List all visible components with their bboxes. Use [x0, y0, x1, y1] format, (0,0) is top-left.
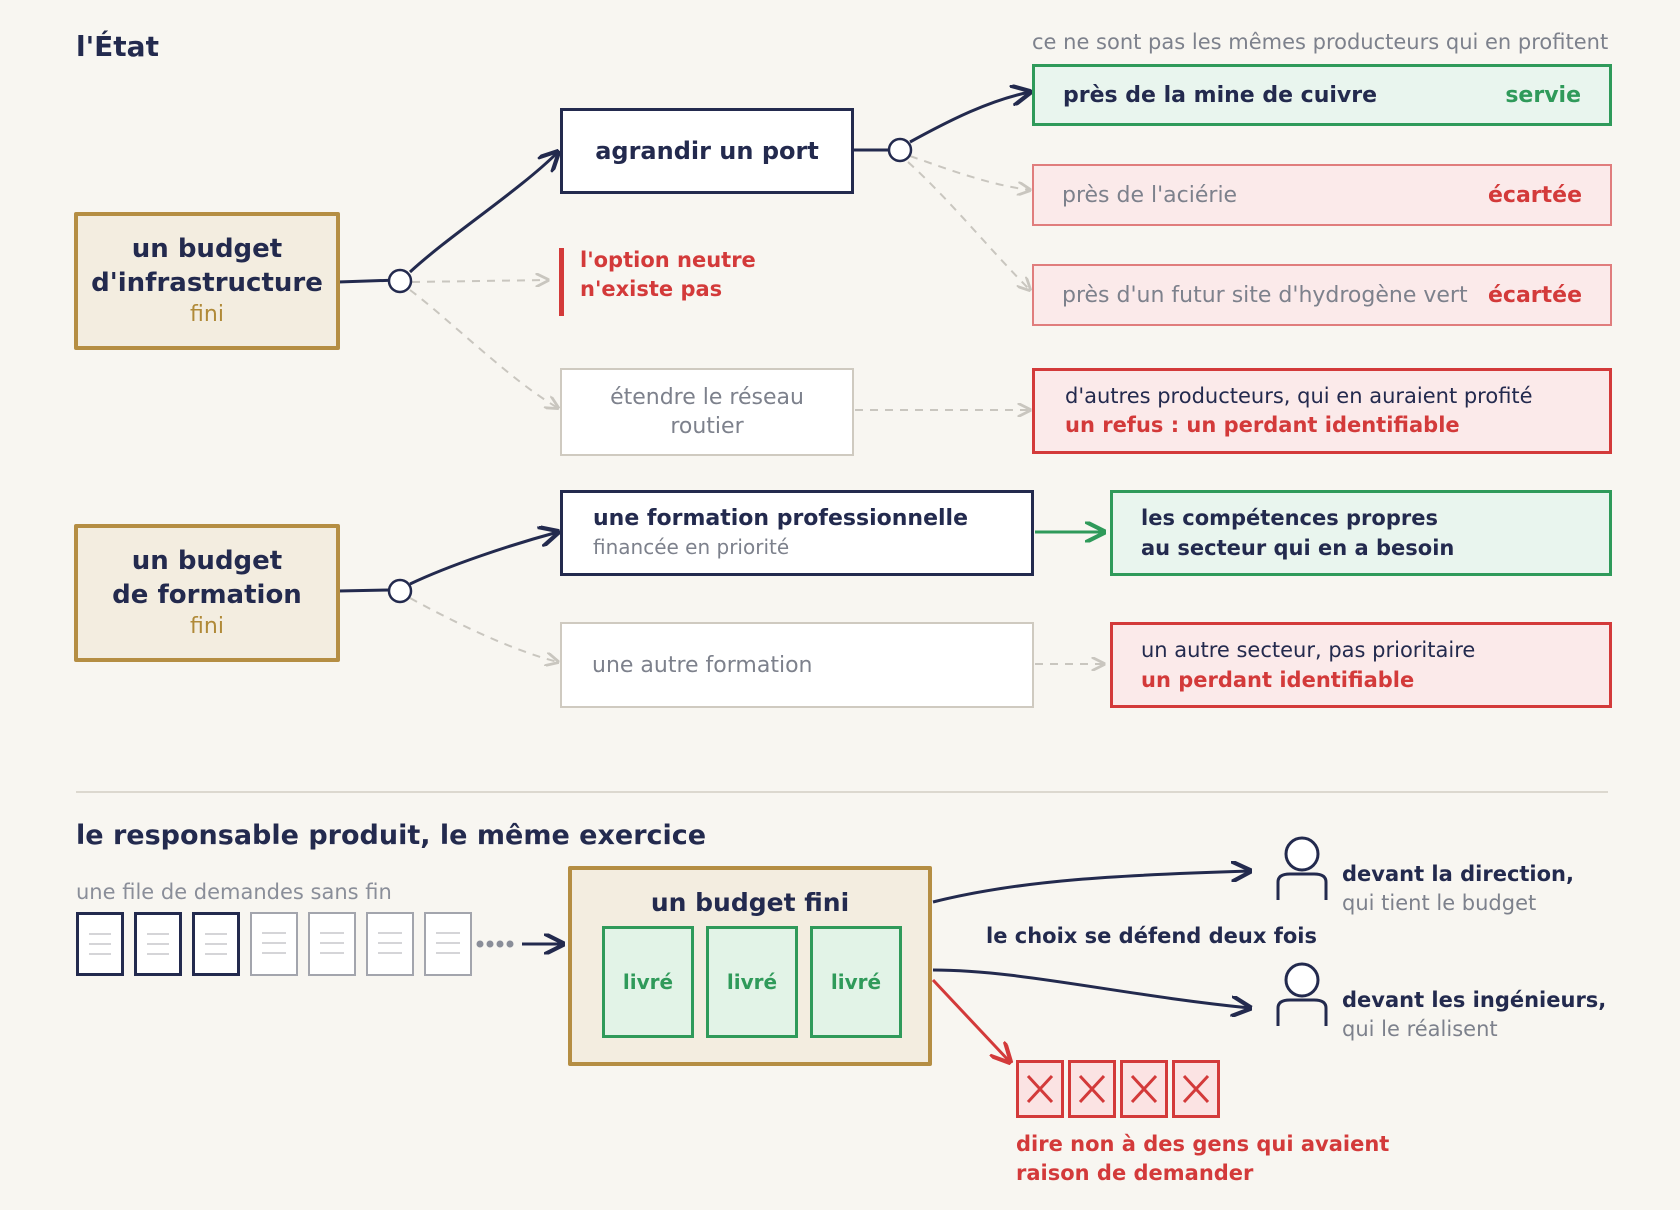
knot-icon [387, 578, 413, 604]
direction-text: devant la direction, qui tient le budget [1342, 860, 1574, 918]
formation-box: une formation professionnelle financée e… [560, 490, 1034, 576]
ellipsis-dot [476, 940, 484, 948]
connector-line [337, 588, 391, 593]
other-sector-line1: un autre secteur, pas prioritaire [1141, 638, 1476, 662]
budget-line1: un budget [131, 546, 283, 576]
road-line1: étendre le réseau [610, 385, 804, 410]
knot-icon [387, 268, 413, 294]
road-box: étendre le réseau routier [560, 368, 854, 456]
connector-arrow [909, 92, 1030, 144]
skills-line2: au secteur qui en a besoin [1141, 536, 1455, 560]
site-label: près de l'aciérie [1062, 182, 1238, 208]
delivered-item: livré [810, 926, 902, 1038]
document-icon [308, 912, 356, 976]
connector-arrow [931, 978, 1010, 1062]
refusal-line1: dire non à des gens qui avaient [1016, 1132, 1390, 1156]
document-icon [134, 912, 182, 976]
formation-line2: financée en priorité [593, 535, 790, 559]
cross-icon [1120, 1060, 1168, 1118]
connector-arrow [932, 968, 1250, 1008]
delivered-item: livré [602, 926, 694, 1038]
other-sector-box: un autre secteur, pas prioritaire un per… [1110, 622, 1612, 708]
connector-arrow [409, 597, 558, 662]
document-icon [76, 912, 124, 976]
other-sector-line2: un perdant identifiable [1141, 668, 1415, 692]
site-label: près de la mine de cuivre [1063, 82, 1378, 108]
site-box-hydrogen: près d'un futur site d'hydrogène vert éc… [1032, 264, 1612, 326]
direction-line1: devant la direction, [1342, 862, 1574, 886]
road-line2: routier [670, 414, 744, 439]
other-producers-line2: un refus : un perdant identifiable [1065, 413, 1460, 437]
status-badge: servie [1505, 82, 1581, 108]
budget-line2: de formation [112, 580, 302, 610]
connector-arrow [909, 155, 1030, 190]
neutral-line1: l'option neutre [580, 248, 756, 272]
choice-note: le choix se défend deux fois [986, 924, 1317, 948]
connector-arrow [907, 161, 1030, 290]
other-formation-label: une autre formation [592, 652, 813, 678]
budget-sub: fini [190, 614, 224, 639]
engineers-line1: devant les ingénieurs, [1342, 988, 1607, 1012]
top-note: ce ne sont pas les mêmes producteurs qui… [1032, 30, 1609, 54]
queue-label: une file de demandes sans fin [76, 880, 392, 904]
ellipsis-dot [496, 940, 504, 948]
delivered-item: livré [706, 926, 798, 1038]
connector-arrow [409, 289, 558, 408]
formation-line1: une formation professionnelle [593, 506, 968, 531]
budget-sub: fini [190, 302, 224, 327]
skills-box: les compétences propres au secteur qui e… [1110, 490, 1612, 576]
document-icon [250, 912, 298, 976]
other-producers-line1: d'autres producteurs, qui en auraient pr… [1065, 384, 1533, 408]
connector-arrow [409, 532, 558, 586]
engineers-text: devant les ingénieurs, qui le réalisent [1342, 986, 1606, 1044]
document-icon [366, 912, 414, 976]
connector-arrow [408, 152, 558, 274]
status-badge: écartée [1487, 282, 1582, 308]
skills-line1: les compétences propres [1141, 506, 1438, 530]
site-box-steel: près de l'aciérie écartée [1032, 164, 1612, 226]
budget-line2: d'infrastructure [91, 268, 323, 298]
neutral-line2: n'existe pas [580, 277, 723, 301]
port-box: agrandir un port [560, 108, 854, 194]
engineers-line2: qui le réalisent [1342, 1017, 1498, 1041]
section-title: le responsable produit, le même exercice [76, 820, 707, 851]
person-icon [1276, 836, 1328, 900]
ellipsis-dot [486, 940, 494, 948]
cross-icon [1068, 1060, 1116, 1118]
person-icon [1276, 962, 1328, 1026]
site-label: près d'un futur site d'hydrogène vert [1062, 282, 1468, 308]
ellipsis-dot [506, 940, 514, 948]
document-icon [192, 912, 240, 976]
budget-infrastructure-box: un budget d'infrastructure fini [74, 212, 340, 350]
connector-arrow [411, 280, 548, 282]
section-title: l'État [76, 30, 159, 63]
neutral-option-marker [559, 248, 564, 316]
budget-formation-box: un budget de formation fini [74, 524, 340, 662]
knot-icon [887, 137, 913, 163]
refusal-line2: raison de demander [1016, 1161, 1254, 1185]
site-box-copper: près de la mine de cuivre servie [1032, 64, 1612, 126]
cross-icon [1016, 1060, 1064, 1118]
budget-line1: un budget [131, 234, 283, 264]
refusal-text: dire non à des gens qui avaient raison d… [1016, 1130, 1389, 1188]
status-badge: écartée [1487, 182, 1582, 208]
connector-arrow [932, 871, 1250, 904]
neutral-option-text: l'option neutre n'existe pas [580, 246, 756, 304]
direction-line2: qui tient le budget [1342, 891, 1537, 915]
other-producers-box: d'autres producteurs, qui en auraient pr… [1032, 368, 1612, 454]
document-icon [424, 912, 472, 976]
cross-icon [1172, 1060, 1220, 1118]
finite-budget-label: un budget fini [650, 888, 850, 917]
other-formation-box: une autre formation [560, 622, 1034, 708]
port-label: agrandir un port [595, 137, 819, 165]
